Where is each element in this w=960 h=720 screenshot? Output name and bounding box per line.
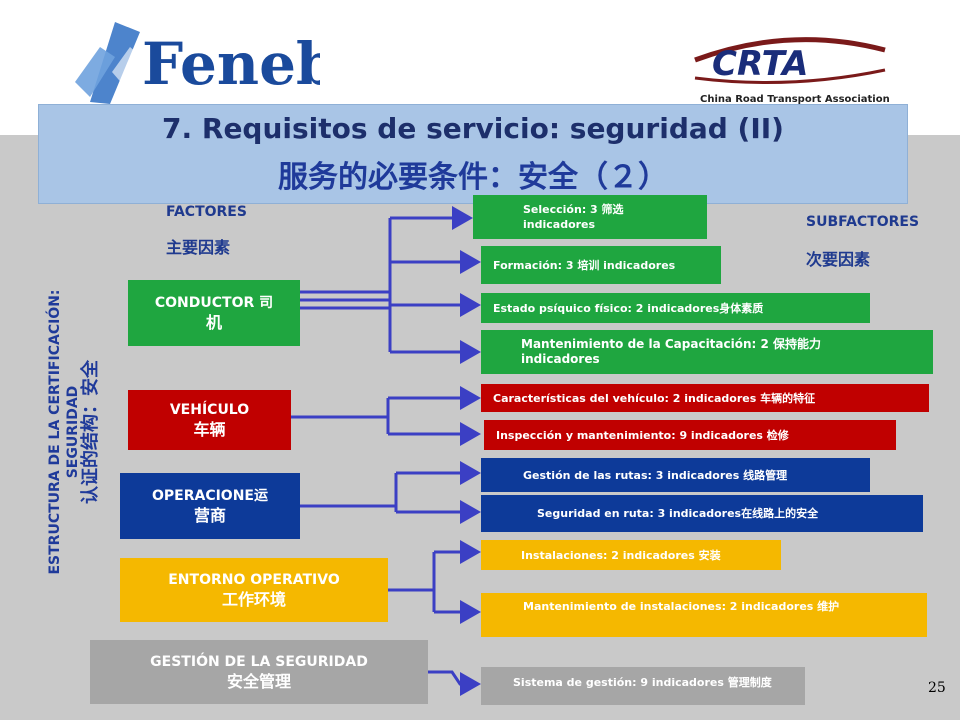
subfactor-sistema-gestion: Sistema de gestión: 9 indicadores 管理制度 (481, 667, 805, 705)
subfactor-caracteristicas-text: Características del vehículo: 2 indicado… (493, 391, 816, 405)
factor-entorno-label-zh: 工作环境 (221, 590, 286, 609)
factor-gestion-seguridad: GESTIÓN DE LA SEGURIDAD 安全管理 (90, 640, 428, 704)
subfactor-mantenimiento-instalaciones: Mantenimiento de instalaciones: 2 indica… (481, 593, 927, 637)
factor-vehiculo-label: VEHÍCULO (169, 402, 250, 418)
factor-vehiculo-label-zh: 车辆 (193, 420, 226, 439)
subfactor-seleccion-text: Selección: 3 筛选 indicadores (523, 203, 624, 231)
subfactor-formacion: Formación: 3 培训 indicadores (481, 246, 721, 284)
subfactor-seguridad-ruta: Seguridad en ruta: 3 indicadores在线路上的安全 (481, 495, 923, 532)
subfactor-instalaciones: Instalaciones: 2 indicadores 安装 (481, 540, 781, 570)
arrow-sistema-gestion (428, 670, 481, 696)
factor-conductor-label-zh: 机 (205, 313, 222, 332)
crta-logo-subtitle: China Road Transport Association (700, 94, 890, 105)
crta-logo: CRTA China Road Transport Association (694, 37, 890, 105)
subfactor-estado-psiquico: Estado psíquico físico: 2 indicadores身体素… (481, 293, 870, 323)
factores-label-chinese: 主要因素 (166, 238, 231, 257)
factor-entorno-operativo: ENTORNO OPERATIVO 工作环境 (120, 558, 388, 622)
factor-entorno-label: ENTORNO OPERATIVO (168, 572, 340, 588)
subfactores-label-chinese: 次要因素 (806, 250, 871, 269)
subfactor-caracteristicas-vehiculo: Características del vehículo: 2 indicado… (481, 384, 929, 412)
factor-operaciones-label-zh: 营商 (193, 506, 226, 525)
subfactor-inspeccion-text: Inspección y mantenimiento: 9 indicadore… (496, 428, 789, 442)
factor-gestion-label: GESTIÓN DE LA SEGURIDAD (150, 654, 368, 670)
factor-conductor-label: CONDUCTOR 司 (154, 295, 274, 311)
subfactor-mantenimiento-capacitacion: Mantenimiento de la Capacitación: 2 保持能力… (481, 330, 933, 374)
factor-operaciones-label: OPERACIONE运 (151, 488, 268, 504)
page-number: 25 (928, 680, 946, 696)
subfactor-formacion-text: Formación: 3 培训 indicadores (493, 258, 676, 272)
factor-operaciones: OPERACIONE运 营商 (120, 473, 300, 539)
title-band (38, 104, 908, 204)
factor-conductor: CONDUCTOR 司 机 (128, 280, 300, 346)
subfactores-label: SUBFACTORES (806, 214, 920, 230)
subfactor-gestion-rutas: Gestión de las rutas: 3 indicadores 线路管理 (481, 458, 870, 492)
logo-text: Fenebús (142, 30, 320, 98)
subfactor-mantenimiento-instalaciones-text: Mantenimiento de instalaciones: 2 indica… (523, 600, 840, 613)
factor-gestion-label-zh: 安全管理 (226, 672, 291, 691)
subfactor-mantenimiento-capacitacion-text: Mantenimiento de la Capacitación: 2 保持能力… (521, 337, 822, 366)
subfactor-inspeccion: Inspección y mantenimiento: 9 indicadore… (484, 420, 896, 450)
fenebus-logo: Fenebús (75, 22, 320, 104)
factor-vehiculo: VEHÍCULO 车辆 (128, 390, 291, 450)
subfactor-seguridad-ruta-text: Seguridad en ruta: 3 indicadores在线路上的安全 (537, 507, 819, 520)
subfactor-instalaciones-text: Instalaciones: 2 indicadores 安装 (521, 548, 721, 562)
subfactor-seleccion: Selección: 3 筛选 indicadores (473, 195, 707, 239)
crta-logo-text: CRTA (712, 44, 808, 84)
subfactor-gestion-rutas-text: Gestión de las rutas: 3 indicadores 线路管理 (523, 468, 788, 482)
factores-label: FACTORES (166, 204, 247, 220)
subfactor-estado-text: Estado psíquico físico: 2 indicadores身体素… (493, 301, 764, 315)
slide-title-chinese: 服务的必要条件：安全（２） (278, 160, 668, 195)
slide-title: 7. Requisitos de servicio: seguridad (II… (162, 112, 784, 145)
subfactor-sistema-gestion-text: Sistema de gestión: 9 indicadores 管理制度 (513, 676, 772, 689)
logo-emblem-icon (75, 22, 142, 104)
